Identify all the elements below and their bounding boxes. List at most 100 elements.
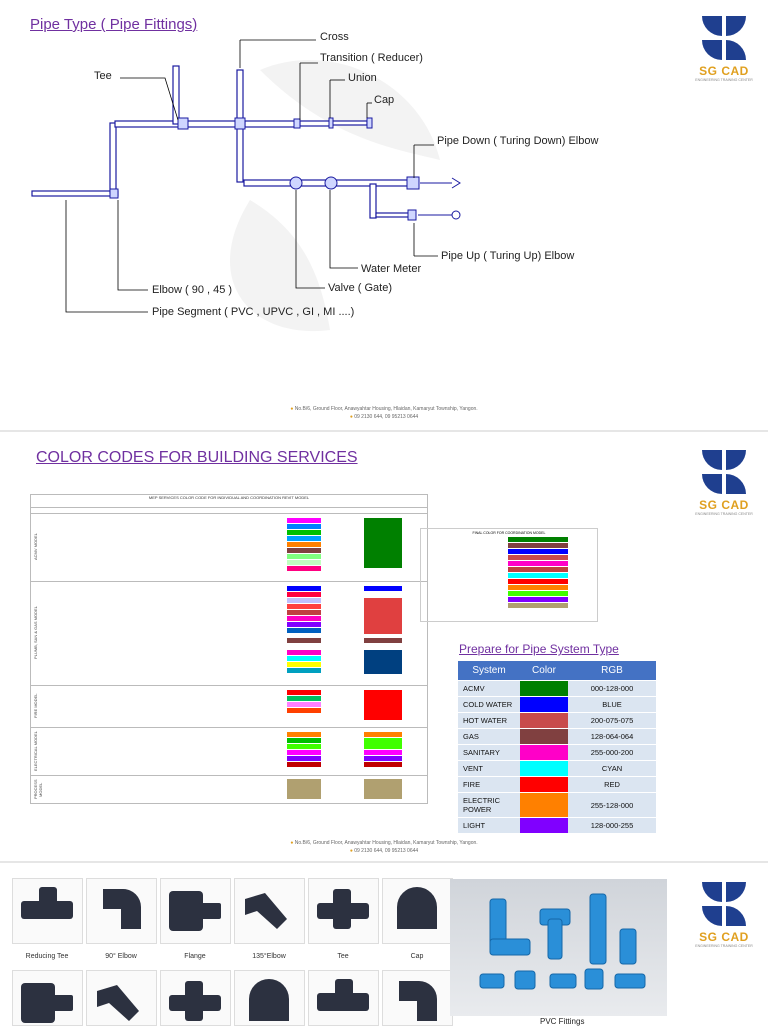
system-name: LIGHT — [458, 818, 520, 833]
sheet-group-electrical: ELECTRICAL MODEL — [31, 727, 427, 774]
footer-phone: 09 2130 644, 09 95213 0644 — [354, 414, 419, 420]
color-swatch — [520, 745, 568, 760]
col-color: Color — [520, 661, 568, 680]
system-name: ACMV — [458, 681, 520, 696]
fitting-caption: Cap — [410, 953, 424, 960]
phone-icon: ● — [349, 414, 353, 420]
label-water-meter: Water Meter — [361, 263, 422, 275]
footer-address: No.B/6, Ground Floor, Anawyahtar Housing… — [294, 840, 478, 846]
label-cap: Cap — [374, 94, 395, 106]
rgb-value: 128-000-255 — [568, 818, 656, 833]
color-swatch — [520, 713, 568, 728]
sheet-group-plumbing: PLUMB, SAN & GAS MODEL — [31, 581, 427, 684]
group-label: ELECTRICAL MODEL — [33, 731, 38, 771]
logo-tagline: ENGINEERING TRAINING CENTER — [695, 944, 753, 948]
system-name: ELECTRIC POWER — [458, 793, 520, 817]
fitting-tile — [234, 970, 305, 1026]
color-swatch — [520, 818, 568, 833]
slide-title-color-codes: COLOR CODES FOR BUILDING SERVICES — [36, 449, 358, 466]
label-valve: Valve ( Gate) — [328, 282, 392, 294]
pipe-diagram — [31, 39, 461, 332]
sg-cad-logo: SG CAD ENGINEERING TRAINING CENTER — [694, 14, 754, 82]
location-icon: ● — [290, 406, 294, 412]
slide-divider — [0, 430, 768, 432]
pipe-fitting-icon — [169, 981, 221, 1021]
rgb-value: 128-064-064 — [568, 729, 656, 744]
group-label: ACMV MODEL — [33, 533, 38, 561]
label-pipe-down-elbow: Pipe Down ( Turing Down) Elbow — [437, 135, 599, 147]
logo-emblem-icon — [702, 16, 746, 60]
color-swatch — [520, 697, 568, 712]
fitting-tile — [382, 970, 453, 1026]
sg-cad-logo: SG CAD ENGINEERING TRAINING CENTER — [694, 880, 754, 948]
fitting-tile — [382, 878, 453, 944]
label-tee: Tee — [94, 70, 112, 82]
label-transition: Transition ( Reducer) — [320, 52, 423, 64]
sg-cad-logo: SG CAD ENGINEERING TRAINING CENTER — [694, 448, 754, 516]
logo-brand: SG CAD — [699, 64, 749, 78]
location-icon: ● — [290, 840, 294, 846]
pipe-fitting-icon — [21, 983, 73, 1023]
label-pipe-segment: Pipe Segment ( PVC , UPVC , GI , MI ....… — [152, 306, 355, 318]
logo-brand: SG CAD — [699, 930, 749, 944]
pipe-fitting-icon — [317, 889, 369, 929]
color-swatch — [520, 777, 568, 792]
color-swatch — [520, 793, 568, 817]
photo-caption: PVC Fittings — [540, 1017, 585, 1026]
logo-emblem-icon — [702, 450, 746, 494]
fitting-tile — [160, 878, 231, 944]
label-cross: Cross — [320, 31, 349, 43]
footer-address: No.B/6, Ground Floor, Anawyahtar Housing… — [294, 406, 478, 412]
label-elbow: Elbow ( 90 , 45 ) — [152, 284, 233, 296]
color-table-row: ACMV 000-128-000 — [458, 681, 656, 696]
col-system: System — [458, 661, 520, 680]
pipe-fitting-icon — [399, 981, 437, 1021]
fitting-tile — [12, 878, 83, 944]
slide-title: Pipe Type ( Pipe Fittings) — [30, 16, 198, 33]
fitting-tile — [234, 878, 305, 944]
fitting-tile — [308, 878, 379, 944]
rgb-value: 000-128-000 — [568, 681, 656, 696]
color-table-row: GAS 128-064-064 — [458, 729, 656, 744]
logo-tagline: ENGINEERING TRAINING CENTER — [695, 78, 753, 82]
fitting-tile — [308, 970, 379, 1026]
logo-brand: SG CAD — [699, 498, 749, 512]
sheet-group-fire: FIRE MODEL — [31, 685, 427, 726]
pipe-fitting-icon — [169, 891, 221, 931]
rgb-value: BLUE — [568, 697, 656, 712]
label-union: Union — [348, 72, 377, 84]
color-swatch — [520, 681, 568, 696]
footer-phone: 09 2130 644, 09 95213 0644 — [354, 848, 419, 854]
logo-tagline: ENGINEERING TRAINING CENTER — [695, 512, 753, 516]
pipe-fitting-icon — [103, 889, 141, 929]
system-name: HOT WATER — [458, 713, 520, 728]
prepare-pipe-system-title: Prepare for Pipe System Type — [459, 642, 619, 656]
sheet-group-acmv: ACMV MODEL — [31, 513, 427, 580]
fitting-caption: Reducing Tee — [25, 953, 69, 960]
fitting-tile — [12, 970, 83, 1026]
rgb-value: RED — [568, 777, 656, 792]
pipe-fitting-icon — [97, 985, 139, 1021]
sheet-title: MEP SERVICES COLOR CODE FOR INDIVIDUAL A… — [31, 495, 427, 508]
color-table-row: ELECTRIC POWER 255-128-000 — [458, 793, 656, 817]
pvc-fittings-photo — [450, 879, 667, 1016]
group-label: FIRE MODEL — [33, 693, 38, 719]
phone-icon: ● — [349, 848, 353, 854]
color-table-row: HOT WATER 200-075-075 — [458, 713, 656, 728]
group-label: PLUMB, SAN & GAS MODEL — [33, 606, 38, 660]
pipe-fitting-icon — [249, 979, 289, 1021]
mini-table-title: FINAL COLOR FOR COORDINATION MODEL — [472, 531, 546, 535]
rgb-value: 255-000-200 — [568, 745, 656, 760]
pipe-fitting-icon — [21, 887, 73, 919]
system-name: GAS — [458, 729, 520, 744]
label-pipe-up-elbow: Pipe Up ( Turing Up) Elbow — [441, 250, 575, 262]
slide-pipe-fittings: Pipe Type ( Pipe Fittings) SG CAD ENGINE… — [0, 0, 768, 430]
rgb-value: CYAN — [568, 761, 656, 776]
rgb-value: 200-075-075 — [568, 713, 656, 728]
rgb-value: 255-128-000 — [568, 793, 656, 817]
pipe-fitting-icon — [245, 893, 287, 929]
